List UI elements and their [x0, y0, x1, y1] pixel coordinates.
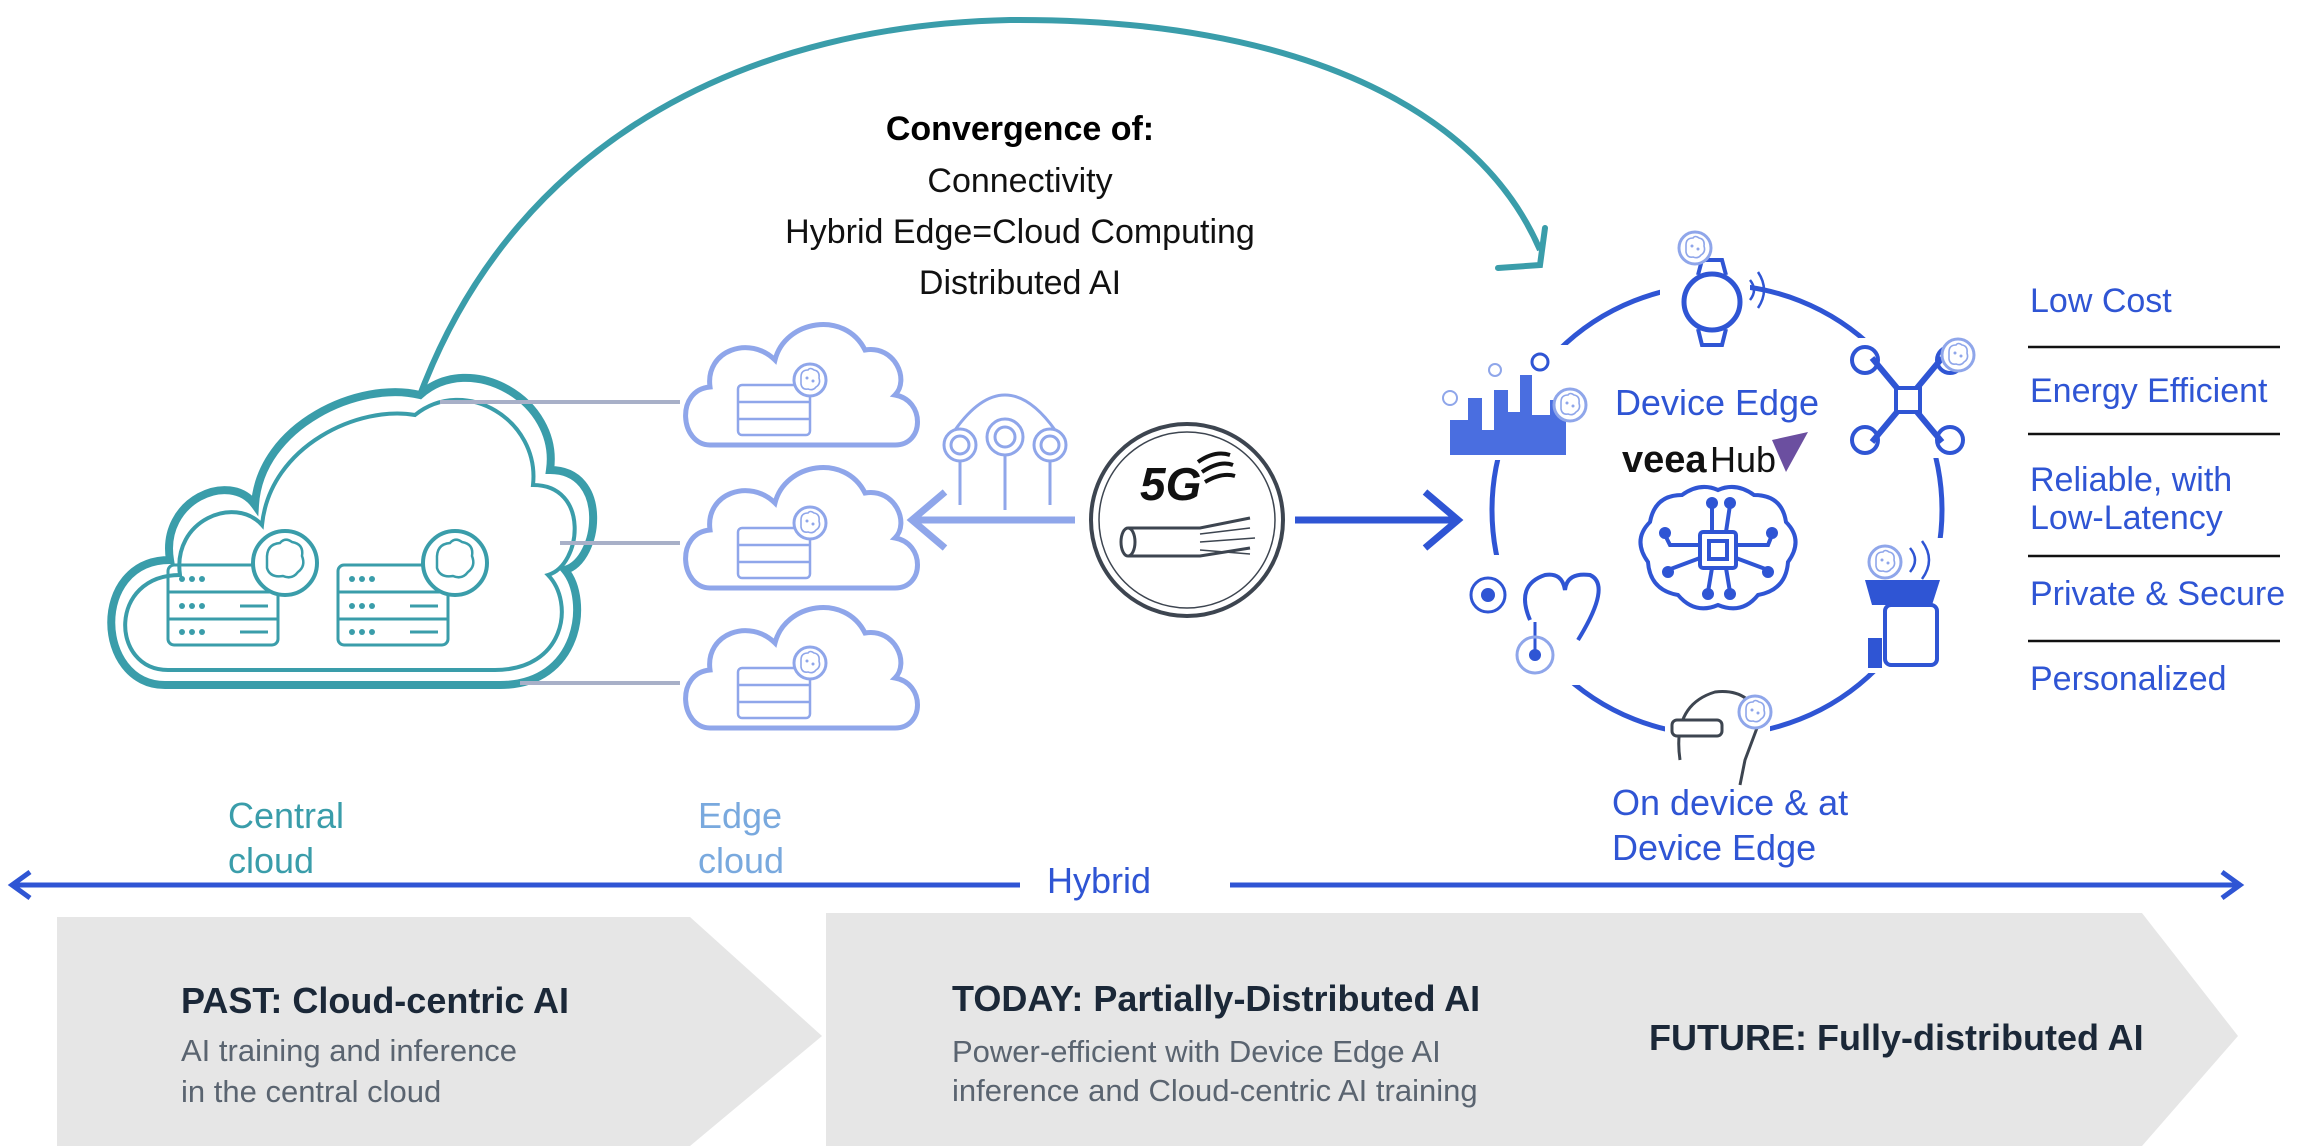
convergence-arrowhead: [1495, 225, 1548, 271]
antenna-signal-icon: [942, 393, 1068, 510]
drone-icon: [1848, 337, 1978, 458]
past-stage-desc-line2: in the central cloud: [181, 1074, 441, 1109]
central-cloud-label-line1: Central: [228, 795, 344, 836]
central-cloud-label-line2: cloud: [228, 840, 314, 881]
svg-text:Hub: Hub: [1710, 439, 1776, 480]
veeahub-logo: veea Hub: [1622, 432, 1808, 481]
smartwatch-icon: [1660, 230, 1766, 347]
benefit-energy-efficient: Energy Efficient: [2030, 372, 2268, 410]
5g-label: 5G: [1140, 458, 1201, 510]
today-stage-title: TODAY: Partially-Distributed AI: [952, 978, 1480, 1019]
central-server-right: [336, 563, 450, 647]
benefit-low-cost: Low Cost: [2030, 282, 2172, 320]
edge-cloud-label-line2: cloud: [698, 840, 784, 881]
convergence-line-connectivity: Connectivity: [927, 162, 1112, 200]
benefit-reliable-line1: Reliable, with: [2030, 461, 2232, 499]
convergence-arc: [417, 16, 1543, 397]
on-device-label-line1: On device & at: [1612, 782, 1848, 823]
benefit-private-secure: Private & Secure: [2030, 575, 2285, 613]
benefit-reliable-line2: Low-Latency: [2030, 499, 2223, 537]
timeline-axis: [7, 869, 2245, 901]
edge-cloud-icon-top: [683, 322, 920, 448]
arrow-to-device-edge: [1295, 489, 1464, 551]
benefit-personalized: Personalized: [2030, 660, 2227, 698]
health-monitor-icon: [1460, 555, 1601, 685]
hybrid-label: Hybrid: [1047, 860, 1151, 901]
convergence-title: Convergence of:: [886, 110, 1154, 148]
past-stage-title: PAST: Cloud-centric AI: [181, 980, 569, 1021]
edge-cloud-icon-middle: [683, 465, 920, 591]
central-brain-icon-left: [251, 529, 319, 597]
remote-device-icon: [1860, 538, 1960, 673]
today-stage-desc-line2: inference and Cloud-centric AI training: [952, 1073, 1478, 1108]
central-cloud-icon: [107, 373, 598, 689]
convergence-line-ai: Distributed AI: [919, 264, 1121, 302]
ai-brain-chip-icon: [1638, 484, 1798, 611]
central-server-left: [166, 563, 280, 647]
svg-text:veea: veea: [1622, 439, 1707, 481]
future-stage-title: FUTURE: Fully-distributed AI: [1649, 1017, 2144, 1058]
city-skyline-icon: [1440, 345, 1588, 460]
central-brain-icon-right: [421, 529, 489, 597]
today-future-stage-band: [826, 913, 2238, 1146]
today-stage-desc-line1: Power-efficient with Device Edge AI: [952, 1034, 1441, 1069]
device-edge-title: Device Edge: [1615, 382, 1819, 423]
arrow-to-edge-cloud: [906, 489, 1075, 551]
past-stage-desc-line1: AI training and inference: [181, 1033, 517, 1068]
edge-cloud-icon-bottom: [683, 605, 920, 731]
5g-fiber-icon: 5G: [1089, 422, 1285, 618]
past-stage-band: [57, 917, 822, 1146]
edge-cloud-label-line1: Edge: [698, 795, 782, 836]
benefits-list: Low Cost Energy Efficient Reliable, with…: [2028, 282, 2285, 698]
vr-headset-user-icon: [1665, 680, 1773, 790]
on-device-label-line2: Device Edge: [1612, 827, 1816, 868]
convergence-line-hybrid: Hybrid Edge=Cloud Computing: [785, 213, 1255, 251]
